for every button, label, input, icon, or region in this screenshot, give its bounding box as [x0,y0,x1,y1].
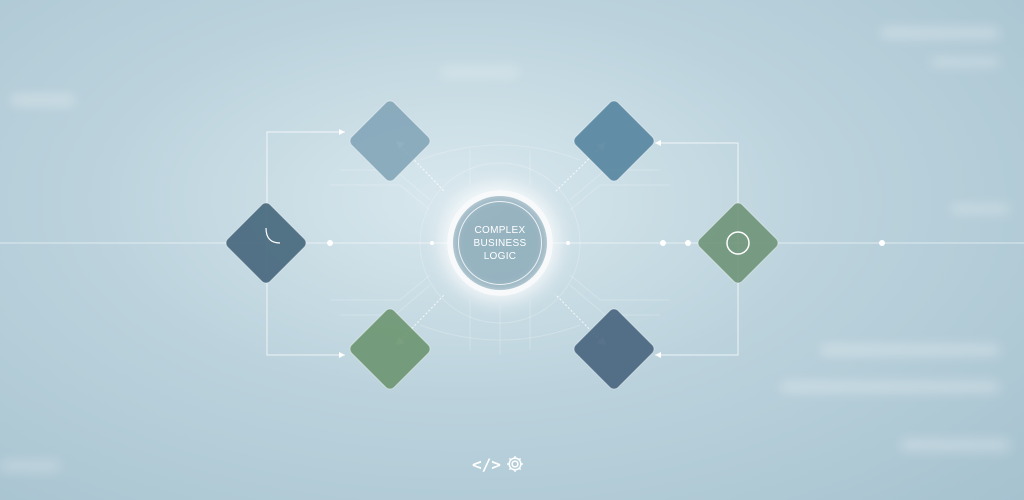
diagonal-connectors [397,142,604,344]
central-hub[interactable]: COMPLEX BUSINESS LOGIC [447,190,553,296]
background-streak [820,345,1000,355]
node-mid-left-connector [265,227,281,244]
central-hub-label: COMPLEX BUSINESS LOGIC [473,224,527,262]
gear-icon[interactable] [505,454,525,474]
background-streak [0,462,60,470]
node-mid-right-ring [726,231,750,255]
background-streak [950,205,1010,213]
background-streak [780,382,1000,392]
node-top-right[interactable] [572,99,657,184]
node-bottom-right[interactable] [572,307,657,392]
central-hub-ring: COMPLEX BUSINESS LOGIC [458,201,542,285]
background-streak [930,58,1000,66]
background-streak [440,68,520,76]
code-icon[interactable]: </> [472,454,501,474]
node-mid-left[interactable] [224,201,309,286]
node-top-left[interactable] [348,99,433,184]
node-bottom-left[interactable] [348,307,433,392]
background-streak [10,95,75,105]
footer-icon-group: </> [472,452,536,476]
node-mid-right[interactable] [696,201,781,286]
background-streak [880,28,1000,38]
axis-dots [327,240,885,246]
background-streak [900,440,1010,450]
